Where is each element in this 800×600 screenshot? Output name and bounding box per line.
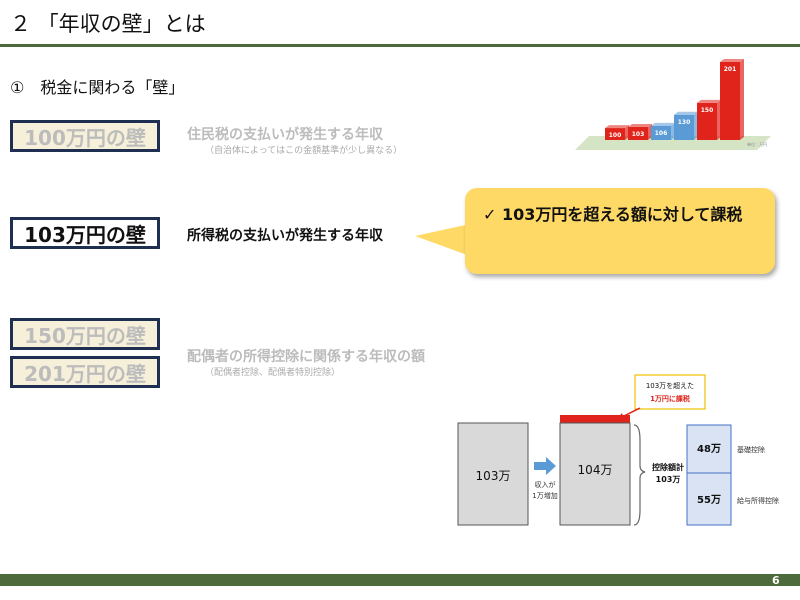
salary-deduction-label: 給与所得控除: [737, 496, 779, 505]
tax-callout: ✓ 103万円を超える額に対して課税: [465, 188, 775, 274]
chart-bar-top: [651, 122, 675, 126]
wall-150-201-description: 配偶者の所得控除に関係する年収の額: [187, 349, 425, 365]
section-subtitle: ① 税金に関わる「壁」: [10, 78, 185, 97]
taxed-note-box: [634, 374, 706, 410]
salary-deduction-box: [686, 472, 732, 526]
taxed-note-pointer-head: [616, 413, 624, 420]
wall-201: 201万円の壁: [10, 356, 160, 388]
wall-100-description: 住民税の支払いが発生する年収: [187, 127, 383, 143]
chart-bar-label: 103: [632, 131, 645, 138]
chart-unit-note: 単位：万円: [747, 141, 767, 147]
chart-bar-label: 201: [724, 66, 737, 73]
income-box-103-label: 103万: [476, 469, 511, 483]
taxed-note-pointer: [619, 407, 641, 419]
callout-text: ✓ 103万円を超える額に対して課税: [483, 205, 743, 224]
page-number: 6: [772, 574, 780, 587]
chart-bars: 100 103 106 130 150 201: [605, 59, 744, 140]
mini-bar-chart: 100 103 106 130 150 201 単位：万円: [575, 59, 771, 150]
wall-103-description: 所得税の支払いが発生する年収: [187, 228, 383, 244]
arrow-label-2: 1万増加: [532, 491, 557, 500]
chart-bar-label: 106: [655, 130, 668, 137]
basic-deduction-value: 48万: [697, 443, 721, 455]
footer-bar: [0, 574, 800, 586]
taxed-amount-bar: [560, 415, 630, 423]
taxed-note-line1: 103万を超えた: [646, 381, 694, 390]
callout-pointer: [415, 224, 470, 256]
deduction-total-label: 控除額計: [652, 462, 684, 472]
title-underline: [0, 44, 800, 47]
income-diagram: 103万 収入が 1万増加 104万 103万を超えた 1万円に課税 控除額計 …: [450, 370, 790, 530]
brace-icon: [633, 424, 646, 526]
chart-bar: [720, 62, 740, 140]
chart-bar-side: [740, 59, 744, 140]
salary-deduction-value: 55万: [697, 494, 721, 506]
wall-100-note: （自治体によってはこの金額基準が少し異なる）: [205, 146, 403, 156]
chart-bar: [628, 126, 648, 140]
deduction-total-value: 103万: [656, 475, 681, 484]
wall-150-201-note: （配偶者控除、配偶者特別控除）: [205, 368, 341, 378]
chart-bar: [605, 128, 625, 140]
basic-deduction-box: [686, 424, 732, 474]
wall-150: 150万円の壁: [10, 318, 160, 350]
chart-bar-label: 130: [678, 119, 691, 126]
taxed-note-line2: 1万円に課税: [650, 394, 690, 403]
wall-103: 103万円の壁: [10, 217, 160, 249]
page-title: ２ 「年収の壁」とは: [10, 12, 206, 36]
income-box-104: [559, 422, 631, 526]
wall-100: 100万円の壁: [10, 120, 160, 152]
income-box-103: [457, 422, 529, 526]
income-box-104-label: 104万: [578, 463, 613, 477]
chart-bar: [674, 114, 694, 140]
chart-bar-top: [628, 123, 652, 127]
chart-bar: [697, 102, 717, 140]
arrow-icon: [534, 457, 556, 475]
chart-bar: [651, 125, 671, 140]
chart-bar-top: [605, 125, 629, 129]
arrow-label-1: 収入が: [535, 480, 556, 489]
chart-bar-label: 150: [701, 107, 714, 114]
chart-bar-top: [674, 111, 698, 115]
chart-bar-label: 100: [609, 132, 622, 139]
chart-bar-top: [720, 59, 744, 62]
chart-bar-top: [697, 99, 721, 103]
basic-deduction-label: 基礎控除: [737, 445, 765, 454]
